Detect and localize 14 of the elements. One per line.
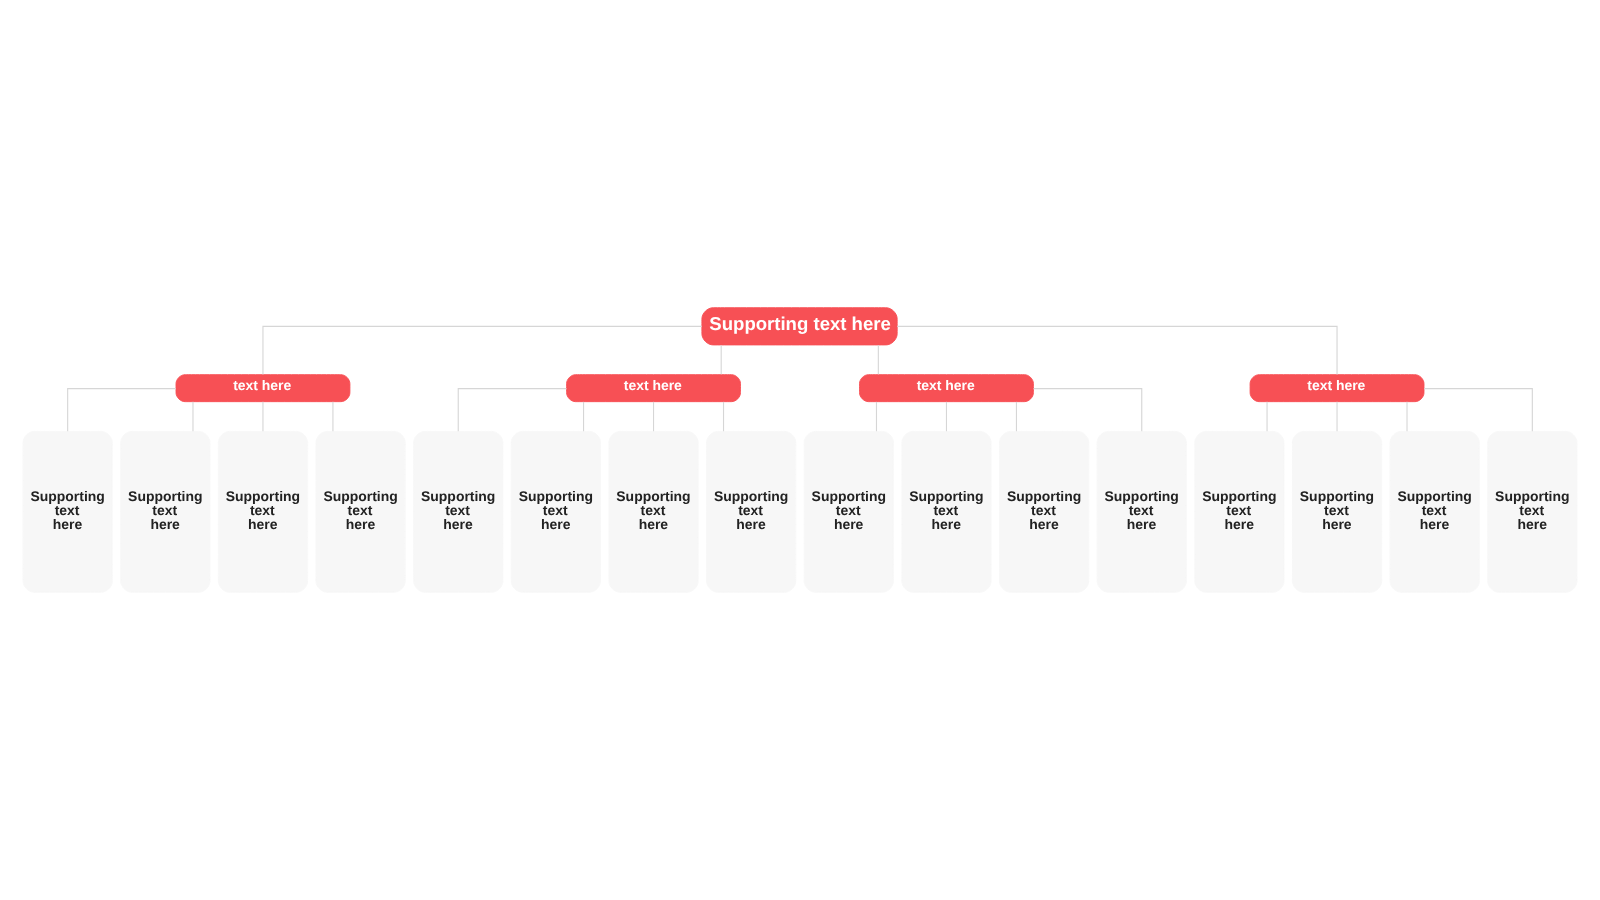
connector [653, 401, 655, 432]
connector [877, 344, 879, 375]
connector [945, 401, 947, 432]
connector [896, 325, 1338, 375]
connector [1033, 388, 1143, 432]
connector [67, 388, 177, 432]
node-box: Supporting text here [701, 307, 898, 346]
connector [583, 401, 585, 432]
connector [1423, 388, 1533, 432]
connector [262, 325, 703, 375]
connector [722, 401, 725, 432]
connector [875, 401, 878, 432]
connector [1015, 401, 1017, 432]
connector [457, 388, 567, 432]
